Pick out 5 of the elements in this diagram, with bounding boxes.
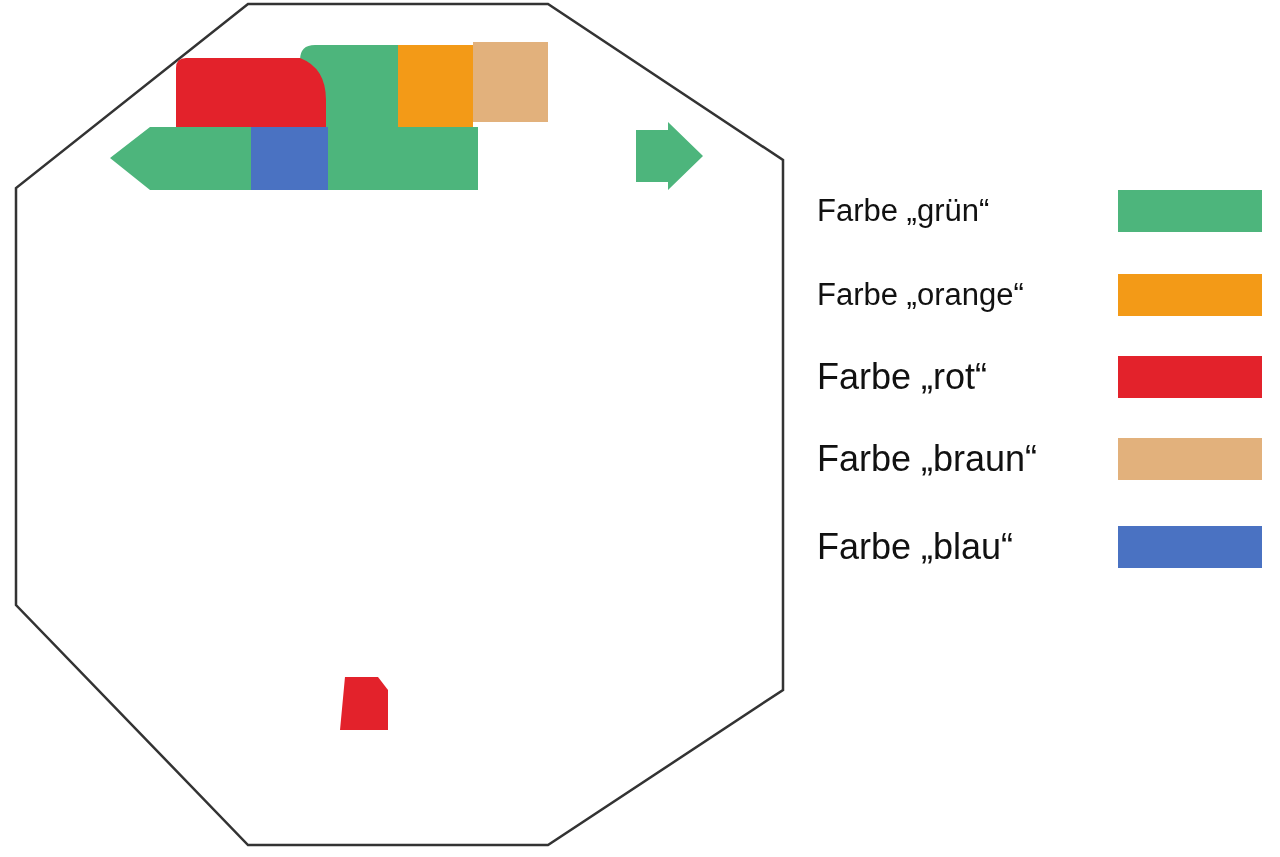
legend-label: Farbe „braun“ bbox=[817, 437, 1038, 480]
legend-label: Farbe „blau“ bbox=[817, 525, 1014, 568]
legend-label: Farbe „orange“ bbox=[817, 276, 1024, 313]
legend-label: Farbe „grün“ bbox=[817, 192, 990, 229]
legend-label: Farbe „rot“ bbox=[817, 355, 988, 398]
